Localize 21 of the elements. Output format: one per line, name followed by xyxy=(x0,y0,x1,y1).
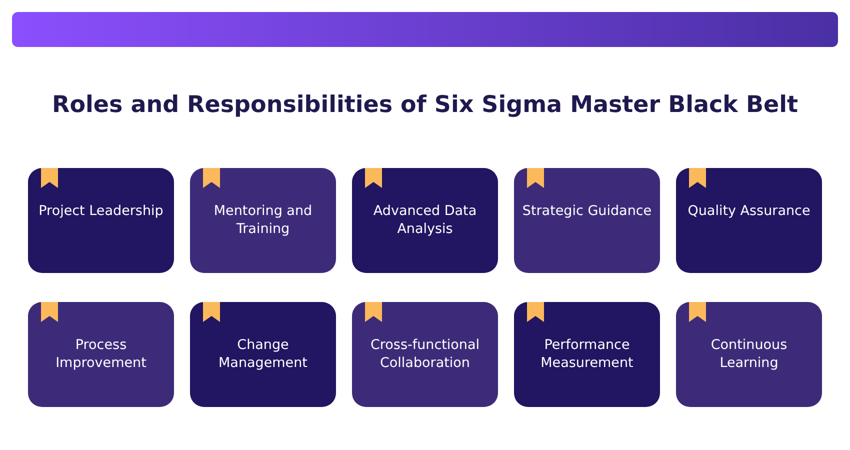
role-card xyxy=(676,302,822,407)
role-label: Strategic Guidance xyxy=(522,202,652,220)
role-label: Quality Assurance xyxy=(686,202,812,220)
role-label: Project Leadership xyxy=(38,202,164,220)
role-card xyxy=(676,168,822,273)
role-card xyxy=(514,168,660,273)
role-label: Performance Measurement xyxy=(540,336,634,372)
role-card xyxy=(28,302,174,407)
role-card xyxy=(190,302,336,407)
role-card xyxy=(352,168,498,273)
role-label: Continuous Learning xyxy=(710,336,788,372)
role-card xyxy=(352,302,498,407)
role-label: Process Improvement xyxy=(54,336,148,372)
role-card xyxy=(514,302,660,407)
role-card xyxy=(190,168,336,273)
role-label: Change Management xyxy=(218,336,308,372)
role-label: Cross-functional Collaboration xyxy=(369,336,481,372)
role-label: Mentoring and Training xyxy=(212,202,314,238)
diagram-title: Roles and Responsibilities of Six Sigma Master Black Belt xyxy=(51,92,799,118)
role-card xyxy=(28,168,174,273)
role-label: Advanced Data Analysis xyxy=(372,202,478,238)
